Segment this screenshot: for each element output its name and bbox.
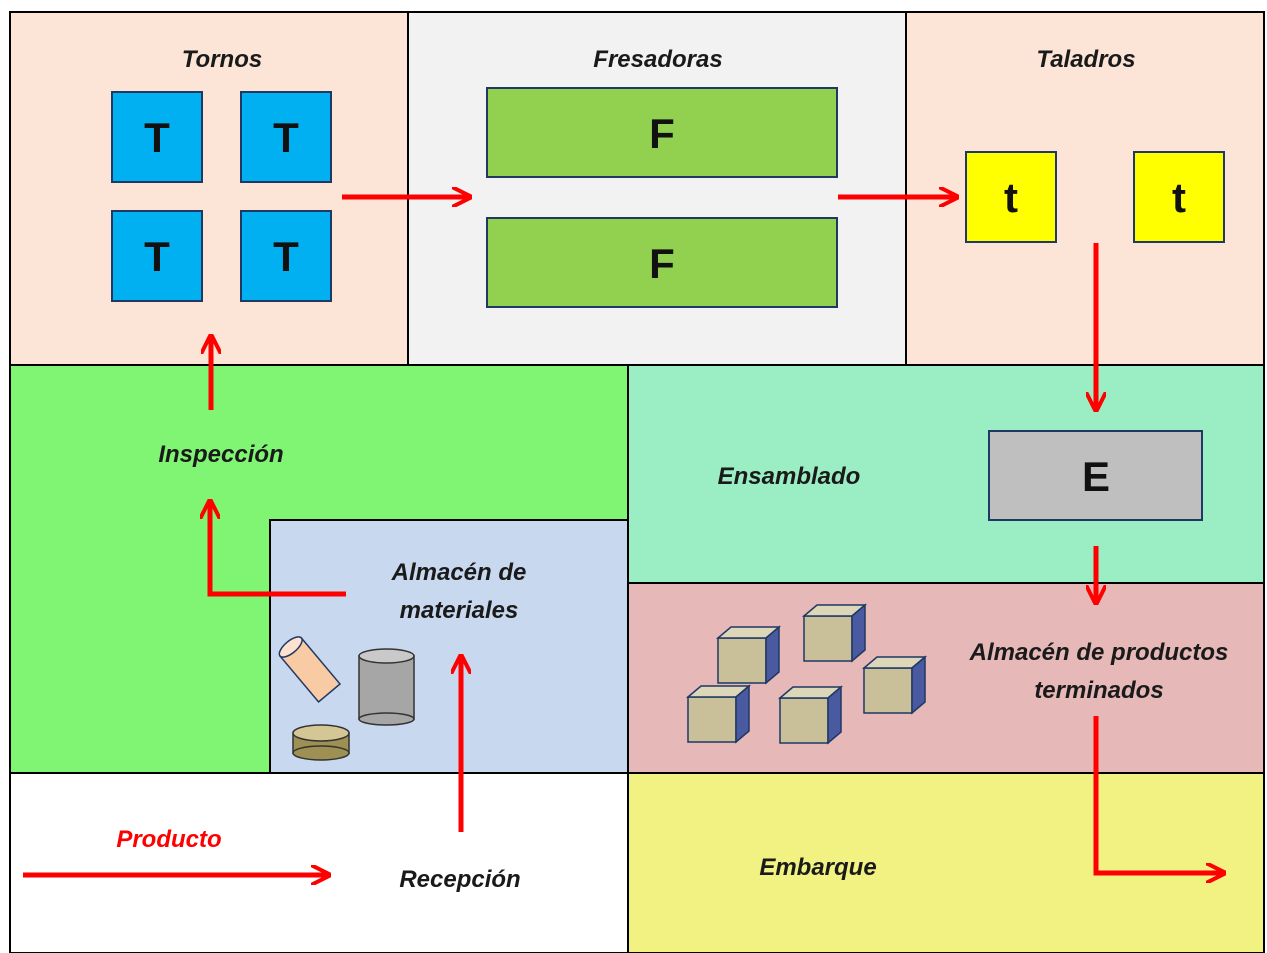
zone-recepcion [9,772,629,953]
torno-machine: T [240,210,332,302]
recepcion-title: Recepción [399,866,520,893]
fresadora-machine: F [486,87,838,178]
torno-label: T [273,233,299,280]
almacen-materiales-title-line2: materiales [400,597,519,624]
almacen-productos-title-line1: Almacén de productos [969,639,1229,666]
disc-icon [292,724,350,761]
flow-arrow-almacen-inspeccion [210,503,346,597]
flow-arrow-almacen-embarque [1093,716,1222,873]
box-icon [685,684,752,744]
fresadora-label: F [649,240,675,287]
cylinder-tilted-icon [278,636,342,704]
ensamblado-machine: E [988,430,1203,521]
torno-machine: T [111,91,203,183]
inspeccion-title: Inspección [158,441,283,468]
taladro-machine: t [965,151,1057,243]
embarque-title: Embarque [759,854,876,881]
fresadora-label: F [649,110,675,157]
taladros-title: Taladros [1036,46,1135,73]
taladro-machine: t [1133,151,1225,243]
tornos-title: Tornos [182,46,262,73]
ensamblado-title: Ensamblado [718,463,861,490]
box-icon [801,603,868,663]
legend-product-label: Producto [116,826,221,853]
torno-label: T [144,233,170,280]
zone-tornos [9,11,409,366]
torno-machine: T [111,210,203,302]
torno-label: T [273,114,299,161]
ensamblado-label: E [1082,453,1110,500]
almacen-productos-title-line2: terminados [1034,677,1163,704]
box-icon [715,625,782,685]
fresadoras-title: Fresadoras [593,46,722,73]
taladro-label: t [1004,174,1018,221]
cylinder-upright-icon [358,648,415,726]
torno-machine: T [240,91,332,183]
box-icon [777,685,844,745]
torno-label: T [144,114,170,161]
taladro-label: t [1172,174,1186,221]
zone-embarque [627,772,1265,953]
box-icon [861,655,928,715]
almacen-materiales-title-line1: Almacén de [391,559,527,586]
fresadora-machine: F [486,217,838,308]
